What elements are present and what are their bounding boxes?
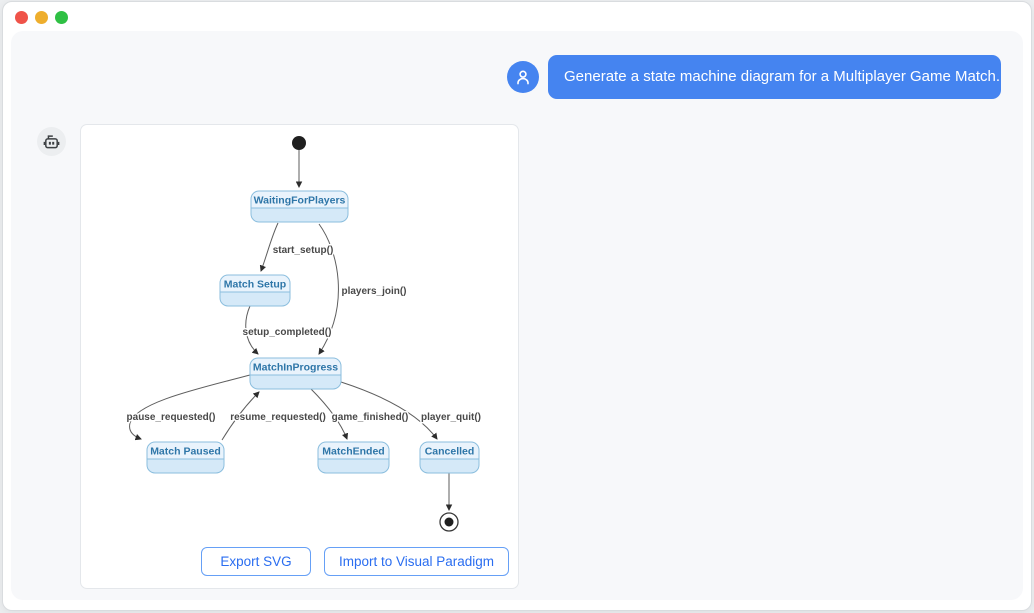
- state-match-paused: Match Paused: [146, 441, 225, 474]
- transition-label-pause-requested: pause_requested(): [127, 412, 216, 423]
- state-name: Match Paused: [150, 446, 221, 458]
- title-bar: [3, 2, 1031, 32]
- state-name: MatchInProgress: [253, 362, 338, 374]
- state-name: Cancelled: [425, 446, 475, 458]
- edge-player-quit: [340, 381, 438, 440]
- export-svg-button[interactable]: Export SVG: [201, 547, 311, 576]
- transition-label-resume-requested: resume_requested(): [230, 412, 326, 423]
- transition-label-game-finished: game_finished(): [332, 412, 409, 423]
- maximize-window-button[interactable]: [55, 10, 68, 24]
- edge-start-setup: [259, 222, 279, 272]
- user-avatar: [507, 61, 539, 93]
- state-matchended: MatchEnded: [317, 441, 390, 474]
- state-name: WaitingForPlayers: [254, 195, 346, 207]
- edge-setup-completed: [245, 305, 259, 355]
- edge-game-finished: [310, 388, 349, 440]
- final-state-node: [439, 512, 459, 532]
- diagram-card: start_setup() players_join() setup_compl…: [80, 124, 519, 589]
- edge-pause-requested: [129, 374, 251, 441]
- import-to-visual-paradigm-button[interactable]: Import to Visual Paradigm: [324, 547, 509, 576]
- transition-label-players-join: players_join(): [341, 286, 406, 297]
- transition-label-player-quit: player_quit(): [421, 412, 481, 423]
- state-machine-diagram: start_setup() players_join() setup_compl…: [125, 136, 483, 532]
- state-name: MatchEnded: [322, 446, 384, 458]
- edge-resume-requested: [221, 391, 260, 441]
- minimize-window-button[interactable]: [35, 10, 48, 24]
- close-window-button[interactable]: [15, 10, 28, 24]
- transition-label-start-setup: start_setup(): [273, 245, 334, 256]
- state-name: Match Setup: [224, 279, 286, 291]
- edge-players-join: [318, 223, 339, 355]
- state-waitingforplayers: WaitingForPlayers: [250, 190, 349, 223]
- state-cancelled: Cancelled: [419, 441, 480, 474]
- state-match-setup: Match Setup: [219, 274, 291, 307]
- robot-icon: [43, 135, 60, 149]
- person-icon: [517, 70, 529, 85]
- bot-avatar: [37, 127, 66, 156]
- user-message-bubble: Generate a state machine diagram for a M…: [548, 55, 1001, 99]
- state-matchinprogress: MatchInProgress: [249, 357, 342, 390]
- initial-state-node: [292, 136, 306, 150]
- transition-label-setup-completed: setup_completed(): [243, 327, 332, 338]
